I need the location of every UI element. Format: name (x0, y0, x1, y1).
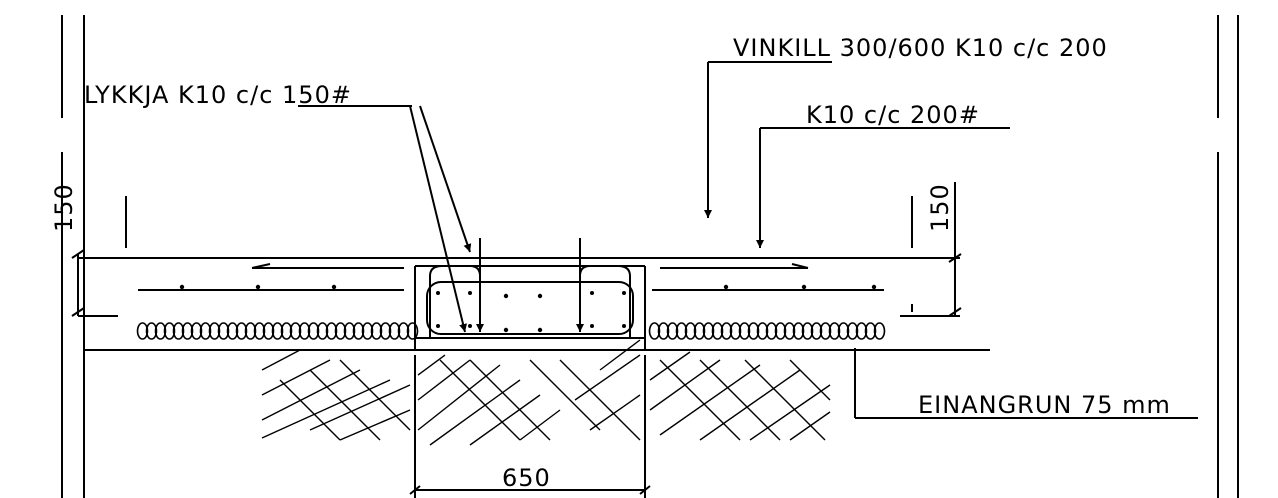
top-reinforcement (138, 263, 884, 291)
insulation-loop (343, 322, 356, 340)
insulation-loop (271, 322, 284, 340)
insulation-loop (693, 322, 706, 340)
insulation-loop (181, 322, 194, 340)
insulation-loop (145, 322, 158, 340)
insulation-loop (352, 322, 365, 340)
rebar-dots (179, 284, 877, 333)
insulation-loop (711, 322, 724, 340)
insulation-loop (379, 322, 392, 340)
left-dimension-label: 150 (50, 183, 78, 232)
insulation-loop (828, 322, 841, 340)
insulation-loop (684, 322, 697, 340)
dimension-lines (71, 182, 962, 498)
insulation-loop (190, 322, 203, 340)
insulation-loop (756, 322, 769, 340)
insulation-loop (819, 322, 832, 340)
insulation-loop (765, 322, 778, 340)
insulation-loop (298, 322, 311, 340)
insulation-loop (253, 322, 266, 340)
insulation-loop (334, 322, 347, 340)
insulation-loop (208, 322, 221, 340)
insulation-loop (783, 322, 796, 340)
insulation-loop (172, 322, 185, 340)
insulation-loop (163, 322, 176, 340)
insulation-loop (262, 322, 275, 340)
insulation-layer (136, 322, 886, 340)
insulation-loop (864, 322, 877, 340)
insulation-loop (397, 322, 410, 340)
insulation-loop (657, 322, 670, 340)
insulation-loop (855, 322, 868, 340)
insulation-loop (370, 322, 383, 340)
insulation-loop (289, 322, 302, 340)
insulation-loop (154, 322, 167, 340)
insulation-loop (280, 322, 293, 340)
insulation-loop (801, 322, 814, 340)
insulation-loop (217, 322, 230, 340)
insulation-loop (720, 322, 733, 340)
insulation-loop (316, 322, 329, 340)
insulation-loop (774, 322, 787, 340)
insulation-loop (199, 322, 212, 340)
right-dimension-label: 150 (926, 183, 954, 232)
insulation-loop (307, 322, 320, 340)
insulation-loop (235, 322, 248, 340)
insulation-loop (792, 322, 805, 340)
insulation-loop (702, 322, 715, 340)
insulation-loop (226, 322, 239, 340)
insulation-loop (873, 322, 886, 340)
insulation-loop (675, 322, 688, 340)
k10-label: K10 c/c 200# (806, 101, 980, 129)
insulation-loop (388, 322, 401, 340)
insulation-loop (810, 322, 823, 340)
slab-outline (78, 257, 990, 351)
lykkja-label: LYKKJA K10 c/c 150# (84, 81, 352, 109)
left-wall-lines (61, 15, 85, 498)
insulation-loop (666, 322, 679, 340)
insulation-loop (729, 322, 742, 340)
insulation-loop (738, 322, 751, 340)
insulation-loop (361, 322, 374, 340)
insulation-loop (846, 322, 859, 340)
insulation-loop (648, 322, 661, 340)
insulation-loop (747, 322, 760, 340)
insulation-loop (325, 322, 338, 340)
ground-hatch (261, 339, 831, 446)
width-dimension-label: 650 (502, 464, 551, 492)
vinkill-label: VINKILL 300/600 K10 c/c 200 (733, 34, 1108, 62)
insulation-loop (406, 322, 419, 340)
insulation-loop (244, 322, 257, 340)
insulation-loop (136, 322, 149, 340)
right-wall-lines (1217, 15, 1239, 498)
insulation-loop (837, 322, 850, 340)
insulation-label: EINANGRUN 75 mm (918, 391, 1171, 419)
leader-lines (298, 61, 1198, 419)
